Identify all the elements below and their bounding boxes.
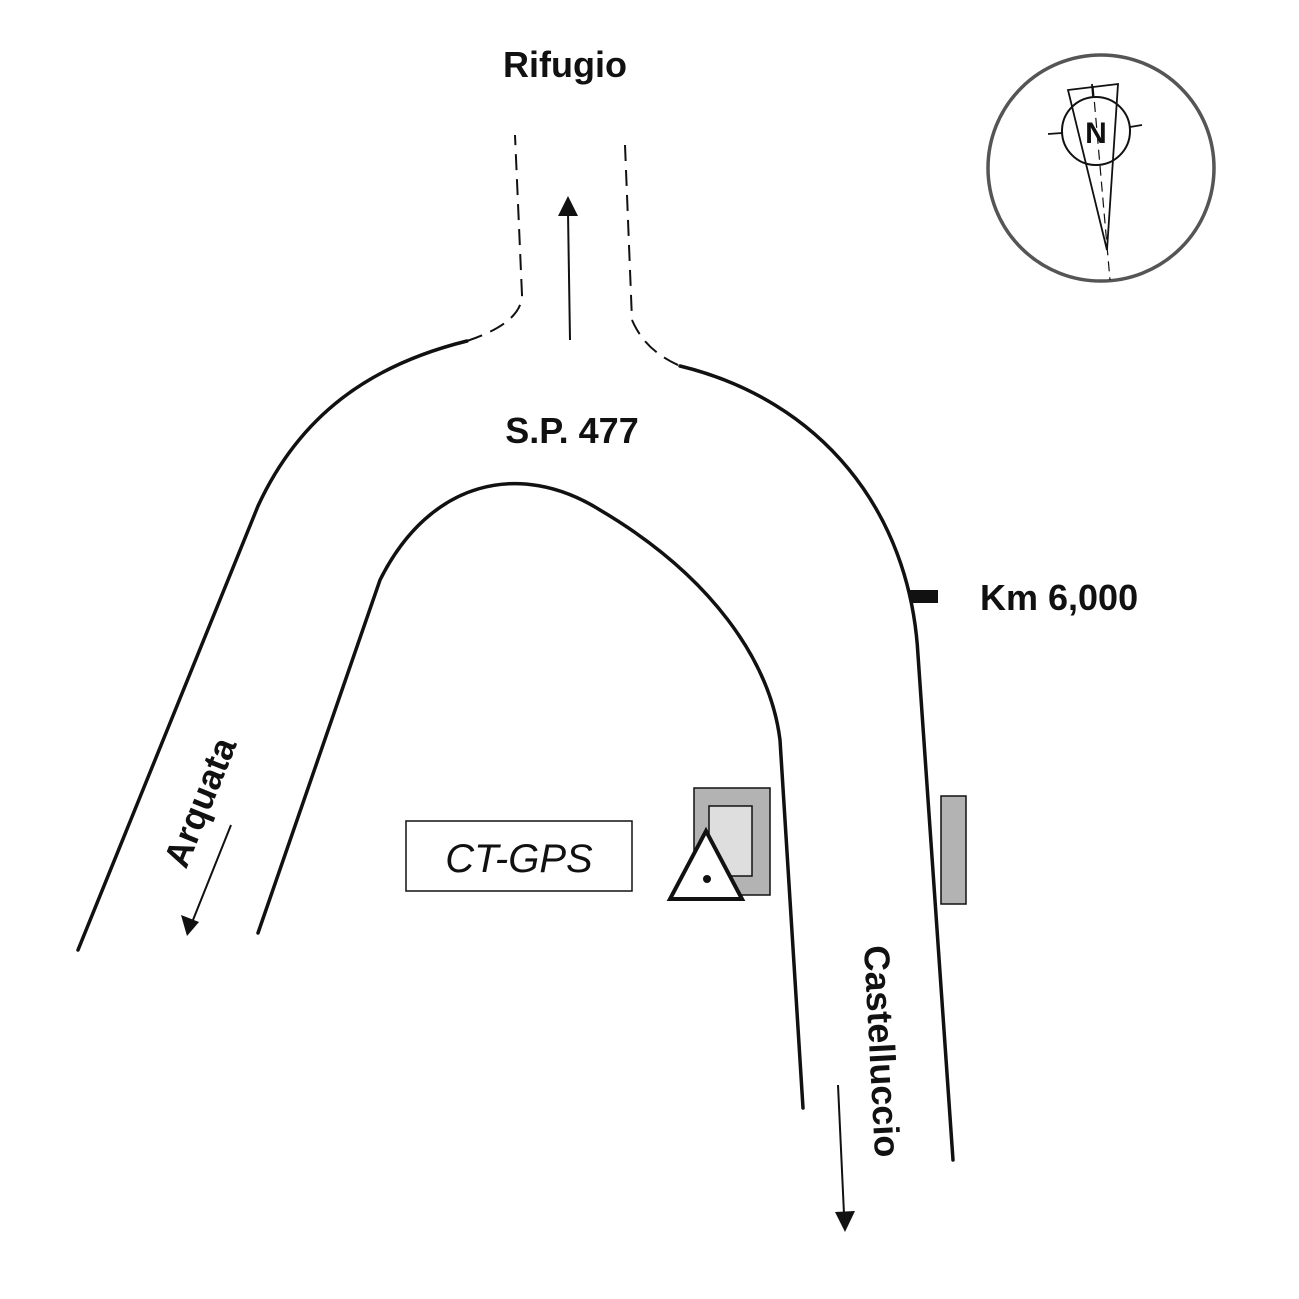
label-rifugio: Rifugio xyxy=(503,44,627,85)
arrow-to-rifugio-icon xyxy=(558,196,578,216)
junction-curve-right xyxy=(631,319,681,367)
road-outer-edge-left xyxy=(76,339,469,952)
arrow-to-rifugio-shaft xyxy=(567,211,571,341)
arrow-to-castelluccio-icon xyxy=(835,1211,855,1232)
compass-inner-circle xyxy=(1061,96,1131,166)
label-arquata: Arquata xyxy=(155,731,244,873)
road-inner-edge xyxy=(256,481,805,1110)
station-dot-icon xyxy=(703,875,711,883)
roadside-structure-icon xyxy=(940,795,967,905)
label-castelluccio: Castelluccio xyxy=(856,944,908,1158)
branch-edge-right xyxy=(624,144,633,321)
km-post-icon xyxy=(910,590,938,603)
label-road-name: S.P. 477 xyxy=(505,410,638,451)
station-label-box xyxy=(405,820,633,892)
road-outer-edge-right xyxy=(678,364,955,1162)
arrow-to-arquata-shaft xyxy=(192,824,232,921)
arrow-to-castelluccio-shaft xyxy=(837,1084,845,1215)
junction-curve-left xyxy=(466,294,523,342)
branch-edge-left xyxy=(514,134,523,296)
compass-ring xyxy=(986,53,1216,283)
station-label: CT-GPS xyxy=(445,837,593,881)
station-triangle-icon xyxy=(666,826,746,901)
arrow-to-arquata-icon xyxy=(181,915,199,936)
compass-north-letter: N xyxy=(1085,117,1107,150)
north-arrow-icon: N xyxy=(986,53,1216,283)
label-km-marker: Km 6,000 xyxy=(980,577,1138,618)
